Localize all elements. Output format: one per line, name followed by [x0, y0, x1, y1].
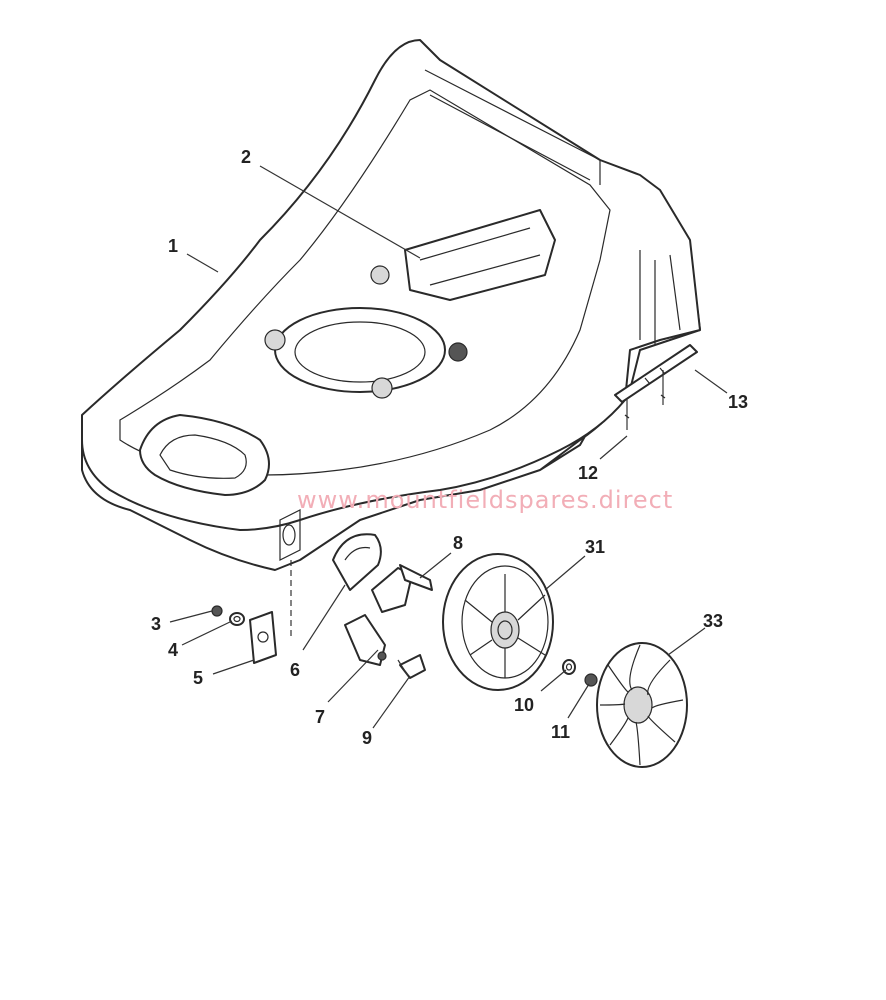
part-label-2: 2: [241, 147, 251, 167]
washer-2: [562, 659, 576, 675]
hubcap: [596, 642, 688, 768]
part-label-31: 31: [585, 537, 605, 557]
bracket: [344, 614, 387, 666]
leader-lines: [169, 165, 728, 729]
nut: [211, 605, 223, 617]
lever-plate: [332, 533, 382, 591]
washer: [229, 612, 245, 626]
wheel: [442, 553, 554, 691]
part-label-12: 12: [578, 463, 598, 483]
part-label-11: 11: [551, 722, 570, 742]
motor-cover: [404, 209, 556, 301]
axle-arm: [371, 564, 433, 613]
part-label-1: 1: [168, 236, 178, 256]
part-label-8: 8: [453, 533, 463, 553]
part-label-33: 33: [703, 611, 723, 631]
part-label-7: 7: [315, 707, 325, 727]
nut-2: [584, 673, 598, 687]
bolt: [397, 654, 426, 679]
part-label-6: 6: [290, 660, 300, 680]
mower-deck: [81, 39, 701, 571]
part-label-5: 5: [193, 668, 203, 688]
screws: [624, 370, 666, 430]
watermark-text: www.mountfieldspares.direct: [297, 486, 673, 514]
part-label-3: 3: [151, 614, 161, 634]
part-label-13: 13: [728, 392, 748, 412]
part-label-4: 4: [168, 640, 178, 660]
mounting-plate: [249, 611, 277, 664]
part-label-9: 9: [362, 728, 372, 748]
part-label-10: 10: [514, 695, 534, 715]
